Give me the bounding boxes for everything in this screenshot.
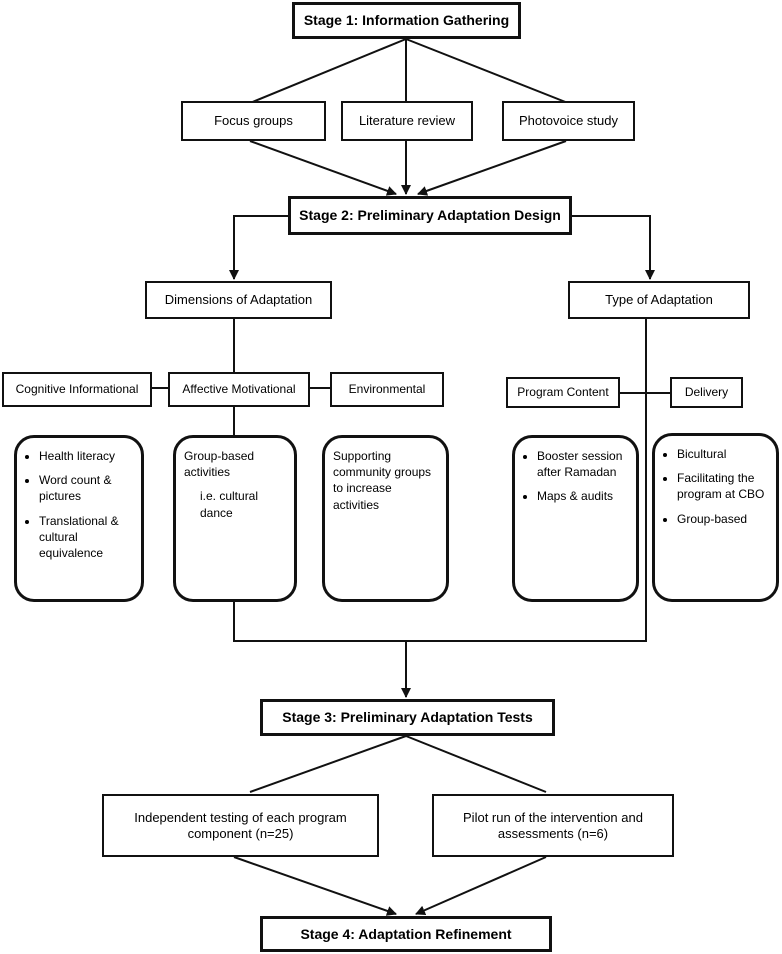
source-focus-groups: Focus groups [181,101,326,141]
source-label: Photovoice study [518,113,618,129]
dimension-label: Environmental [348,382,426,397]
cognitive-list: Health literacy Word count & pictures Tr… [25,448,135,561]
stage-3-box: Stage 3: Preliminary Adaptation Tests [260,699,555,736]
affective-text: Group-based activities [184,449,255,480]
cognitive-details: Health literacy Word count & pictures Tr… [14,435,144,602]
program-content-list: Booster session after Ramadan Maps & aud… [523,448,630,505]
list-item: Group-based [677,511,770,527]
test-pilot-run: Pilot run of the intervention and assess… [432,794,674,857]
type-label: Program Content [517,385,609,400]
dimension-environmental: Environmental [330,372,444,407]
affective-details: Group-based activities i.e. cultural dan… [173,435,297,602]
test-label: Independent testing of each program comp… [134,809,347,841]
source-label: Literature review [358,113,456,129]
stage-4-box: Stage 4: Adaptation Refinement [260,916,552,952]
delivery-details: Bicultural Facilitating the program at C… [652,433,779,602]
type-label: Delivery [684,385,729,400]
type-program-content: Program Content [506,377,620,408]
stage-1-title: Stage 1: Information Gathering [303,12,510,29]
source-photovoice-study: Photovoice study [502,101,635,141]
environmental-details: Supporting community groups to increase … [322,435,449,602]
affective-example: i.e. cultural dance [200,489,259,520]
dimension-cognitive-informational: Cognitive Informational [2,372,152,407]
type-delivery: Delivery [670,377,743,408]
stage-3-title: Stage 3: Preliminary Adaptation Tests [282,709,533,726]
stage-2-title: Stage 2: Preliminary Adaptation Design [299,207,561,224]
delivery-list: Bicultural Facilitating the program at C… [663,446,770,527]
stage-4-title: Stage 4: Adaptation Refinement [300,925,512,942]
dimensions-box: Dimensions of Adaptation [145,281,332,319]
list-item: Bicultural [677,446,770,462]
program-content-details: Booster session after Ramadan Maps & aud… [512,435,639,602]
source-label: Focus groups [214,113,293,129]
list-item: Booster session after Ramadan [537,448,630,480]
dimension-affective-motivational: Affective Motivational [168,372,310,407]
stage-1-box: Stage 1: Information Gathering [292,2,521,39]
list-item: Health literacy [39,448,135,464]
dimension-label: Affective Motivational [182,382,296,397]
test-independent: Independent testing of each program comp… [102,794,379,857]
list-item: Facilitating the program at CBO [677,470,770,502]
list-item: Word count & pictures [39,472,135,504]
types-box: Type of Adaptation [568,281,750,319]
dimension-label: Cognitive Informational [15,382,139,397]
types-title: Type of Adaptation [605,292,713,308]
list-item: Maps & audits [537,488,630,504]
dimensions-title: Dimensions of Adaptation [164,292,313,308]
list-item: Translational & cultural equivalence [39,513,135,562]
source-literature-review: Literature review [341,101,473,141]
environmental-text: Supporting community groups to increase … [333,449,432,512]
test-label: Pilot run of the intervention and assess… [463,809,643,841]
stage-2-box: Stage 2: Preliminary Adaptation Design [288,196,572,235]
